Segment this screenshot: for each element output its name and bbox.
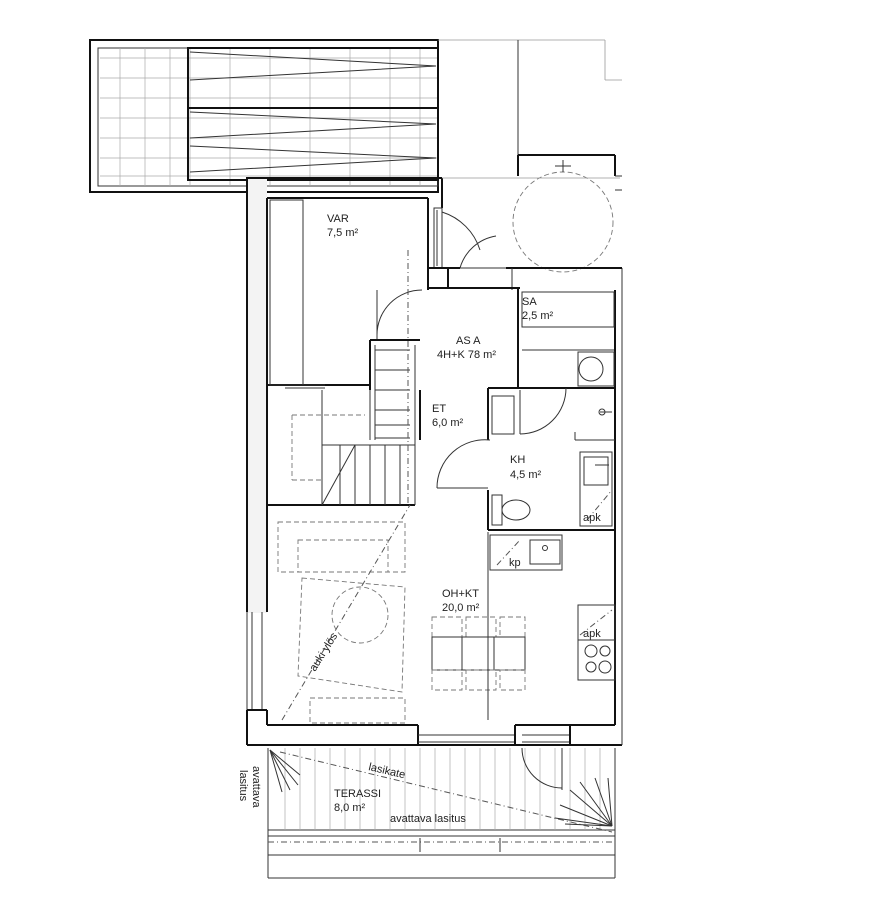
sauna-bath-kitchen <box>419 288 616 720</box>
stair <box>267 250 416 721</box>
room-terassi-area: 8,0 m² <box>334 802 366 814</box>
avattava-lasitus-side-label-2: lasitus <box>237 770 249 802</box>
upper-right-outline <box>438 39 622 273</box>
terrace-decking <box>284 748 601 830</box>
room-var-name: VAR <box>327 213 349 225</box>
room-sa-name: SA <box>522 296 537 308</box>
avattava-lasitus-side-label-1: avattava <box>250 766 262 808</box>
annotation-labels: apk apk kp auki ylös lasikate avattava l… <box>237 512 601 825</box>
room-terassi-name: TERASSI <box>334 788 381 800</box>
room-oh-kt-name: OH+KT <box>442 588 479 600</box>
living-furniture <box>277 521 526 724</box>
room-var-area: 7,5 m² <box>327 227 359 239</box>
auki-ylos-label: auki ylös <box>307 631 340 674</box>
room-as-a-area: 4H+K 78 m² <box>437 349 496 361</box>
kp-label: kp <box>509 557 521 569</box>
upper-balcony <box>89 39 439 193</box>
room-oh-kt-area: 20,0 m² <box>442 602 480 614</box>
apk-label-lower: apk <box>583 628 601 640</box>
room-kh-area: 4,5 m² <box>510 469 542 481</box>
apk-label-upper: apk <box>583 512 601 524</box>
terrace <box>267 747 616 879</box>
avattava-lasitus-bottom-label: avattava lasitus <box>390 813 466 825</box>
outer-walls <box>246 177 623 746</box>
room-et-area: 6,0 m² <box>432 417 464 429</box>
room-sa-area: 2,5 m² <box>522 310 554 322</box>
entrance <box>427 207 622 290</box>
lasikate-label: lasikate <box>367 761 406 781</box>
var-storage <box>267 199 423 390</box>
room-kh-name: KH <box>510 454 525 466</box>
room-et-name: ET <box>432 403 446 415</box>
room-labels: VAR 7,5 m² AS A 4H+K 78 m² SA 2,5 m² ET … <box>327 213 554 814</box>
room-as-a-name: AS A <box>456 335 481 347</box>
